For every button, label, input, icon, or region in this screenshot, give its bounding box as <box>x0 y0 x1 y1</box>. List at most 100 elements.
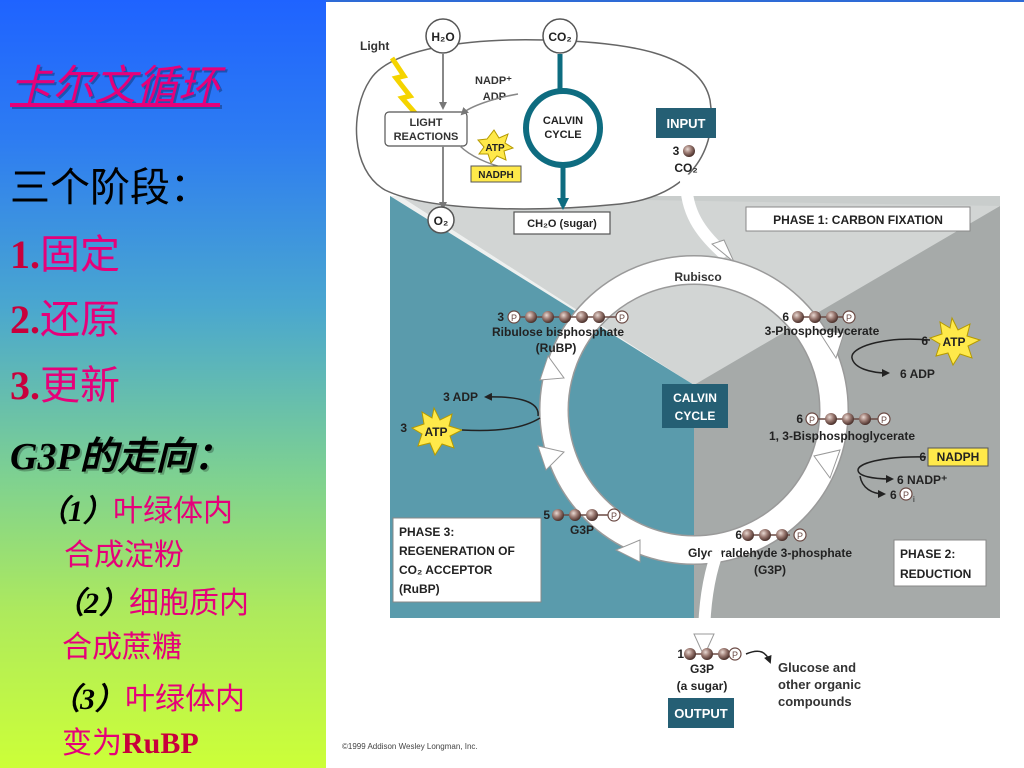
overview-calvin-label-2: CYCLE <box>544 129 581 141</box>
rubp-phosphate-2-label: P <box>619 313 625 323</box>
pi-arrow <box>859 475 886 498</box>
h2o-circle <box>425 18 461 54</box>
o2-circle <box>427 206 455 234</box>
stage-3: 3.更新 <box>10 353 120 411</box>
bpg-phosphate-1-label: P <box>809 415 815 425</box>
stage-1-label: 固定 <box>40 232 120 278</box>
regen-adp-label: 3 ADP <box>443 390 478 404</box>
slide-title: 卡尔文循环 <box>10 61 221 110</box>
g3p-heading-latin: G3P <box>10 436 80 478</box>
phase2-label-1: PHASE 2: <box>900 547 955 561</box>
cycle-arrowhead-4 <box>537 445 565 471</box>
overview-calvin-label-1: CALVIN <box>543 115 583 127</box>
stage-1-number: 1. <box>10 232 40 277</box>
nadp-plus-label: NADP⁺ <box>475 75 512 87</box>
light-reactions-label-1: LIGHT <box>410 117 443 129</box>
glucose-label-3: compounds <box>778 694 852 709</box>
left-panel: 卡尔文循环 三个阶段： 1.固定 2.还原 3.更新 G3P的走向： （1）叶绿… <box>0 0 326 768</box>
glucose-label-1: Glucose and <box>778 660 856 675</box>
g3p6-name: Glyceraldehyde 3-phosphate <box>688 546 852 560</box>
output-arrowhead <box>693 633 715 658</box>
chloroplast-overview: H₂O CO₂ Light LIGHT REACTIONS O₂ NADP⁺ A… <box>355 18 712 235</box>
rubp-count: 3 <box>497 310 504 324</box>
phase3-label-3: CO₂ ACCEPTOR <box>399 563 493 577</box>
regen-atp-count: 3 <box>400 421 407 435</box>
rubisco-label: Rubisco <box>674 270 721 284</box>
pga-count: 6 <box>782 310 789 324</box>
g3p-fate-3-line1: 叶绿体内 <box>125 682 245 717</box>
rubp-phosphate-1-label: P <box>511 313 517 323</box>
nadph-arrow <box>857 456 927 483</box>
phase1-sector <box>400 196 1000 385</box>
rubp-molecule: 3 P P Ribulose bisphosphate (RuBP) <box>492 310 629 355</box>
slide-subtitle: 三个阶段： <box>10 165 210 211</box>
bpg-phosphate-2-label: P <box>881 415 887 425</box>
out-phosphate <box>728 647 742 661</box>
overview-atp-label: ATP <box>485 143 505 154</box>
phase1-label-box <box>745 206 971 232</box>
bpg-name: 1, 3-Bisphosphoglycerate <box>769 429 915 443</box>
regen-adp-arrow <box>484 392 539 417</box>
output-label: OUTPUT <box>674 706 728 721</box>
pi-phosphate-label: P <box>903 490 909 500</box>
g3p-fate-2-line1: 细胞质内 <box>129 586 249 621</box>
g3p-fate-1-number: （1） <box>38 495 113 528</box>
bpg-phosphate-1 <box>805 412 819 426</box>
pga-phosphate-label: P <box>846 313 852 323</box>
g3p-fate-2: （2）细胞质内 合成蔗糖 <box>54 582 249 670</box>
phase2-label-box <box>893 539 987 587</box>
g3p-fate-3: （3）叶绿体内 变为RuBP <box>50 678 245 766</box>
g3p5-phosphate-label: P <box>611 511 617 521</box>
phase3-label-box <box>392 517 542 603</box>
stage-3-label: 更新 <box>40 363 120 409</box>
g3p-fate-1-line1: 叶绿体内 <box>113 494 233 529</box>
adp-out-label: 6 ADP <box>900 367 935 381</box>
g3p-fate-2-line2: 合成蔗糖 <box>62 630 182 665</box>
g3p5-phosphate <box>607 508 621 522</box>
glucose-label-2: other organic <box>778 677 861 692</box>
light-reactions-label-2: REACTIONS <box>394 131 459 143</box>
pi-count: 6 <box>890 488 897 502</box>
pga-phosphate <box>842 310 856 324</box>
copyright: ©1999 Addison Wesley Longman, Inc. <box>342 742 478 751</box>
input-label: INPUT <box>667 116 706 131</box>
overview-nadph-box <box>470 165 522 183</box>
adp-label: ADP <box>483 91 506 103</box>
bpg-molecule: 6 P P 1, 3-Bisphosphoglycerate <box>769 412 915 443</box>
stage-3-number: 3. <box>10 363 40 408</box>
output-label-box <box>668 698 734 728</box>
g3p-five-molecule: 5 P G3P <box>543 508 621 537</box>
g3p-heading-cn: 的走向： <box>79 433 232 478</box>
out-phosphate-label: P <box>732 650 738 660</box>
sugar-box <box>513 211 611 235</box>
g3p-fate-2-number: （2） <box>54 587 129 620</box>
g3p-fate-3-line2-latin: RuBP <box>122 727 199 760</box>
input-carbon-ball <box>683 145 695 157</box>
input-co2: CO₂ <box>674 161 697 175</box>
g3p-fate-3-number: （3） <box>50 683 125 716</box>
g3p5-name: G3P <box>570 523 594 537</box>
overview-nadph-label: NADPH <box>478 170 514 181</box>
center-calvin-label-1: CALVIN <box>673 391 717 405</box>
input-count: 3 <box>673 144 680 158</box>
rubp-name: Ribulose bisphosphate <box>492 325 624 339</box>
nadph-box <box>927 447 989 467</box>
light-reactions-box <box>384 111 468 147</box>
g3p5-count: 5 <box>543 508 550 522</box>
g3p-fate-3-line2-cn: 变为 <box>62 726 122 761</box>
g3p6-count: 6 <box>735 528 742 542</box>
stage-2-label: 还原 <box>40 297 120 343</box>
cycle-ring-band <box>540 256 848 564</box>
rubp-abbrev: (RuBP) <box>536 341 577 355</box>
atp-in-arrow <box>851 338 931 377</box>
atp-in-label: ATP <box>942 335 965 349</box>
center-calvin-label-2: CYCLE <box>675 409 716 423</box>
light-label: Light <box>360 39 389 53</box>
stage-2-number: 2. <box>10 297 40 342</box>
chloroplast-outline <box>355 39 712 210</box>
cycle-arrowhead-3 <box>614 539 641 563</box>
stage-2: 2.还原 <box>10 287 120 345</box>
atp-burst-icon <box>928 316 982 367</box>
phase3-label-1: PHASE 3: <box>399 525 454 539</box>
input-arrowhead <box>710 239 735 263</box>
